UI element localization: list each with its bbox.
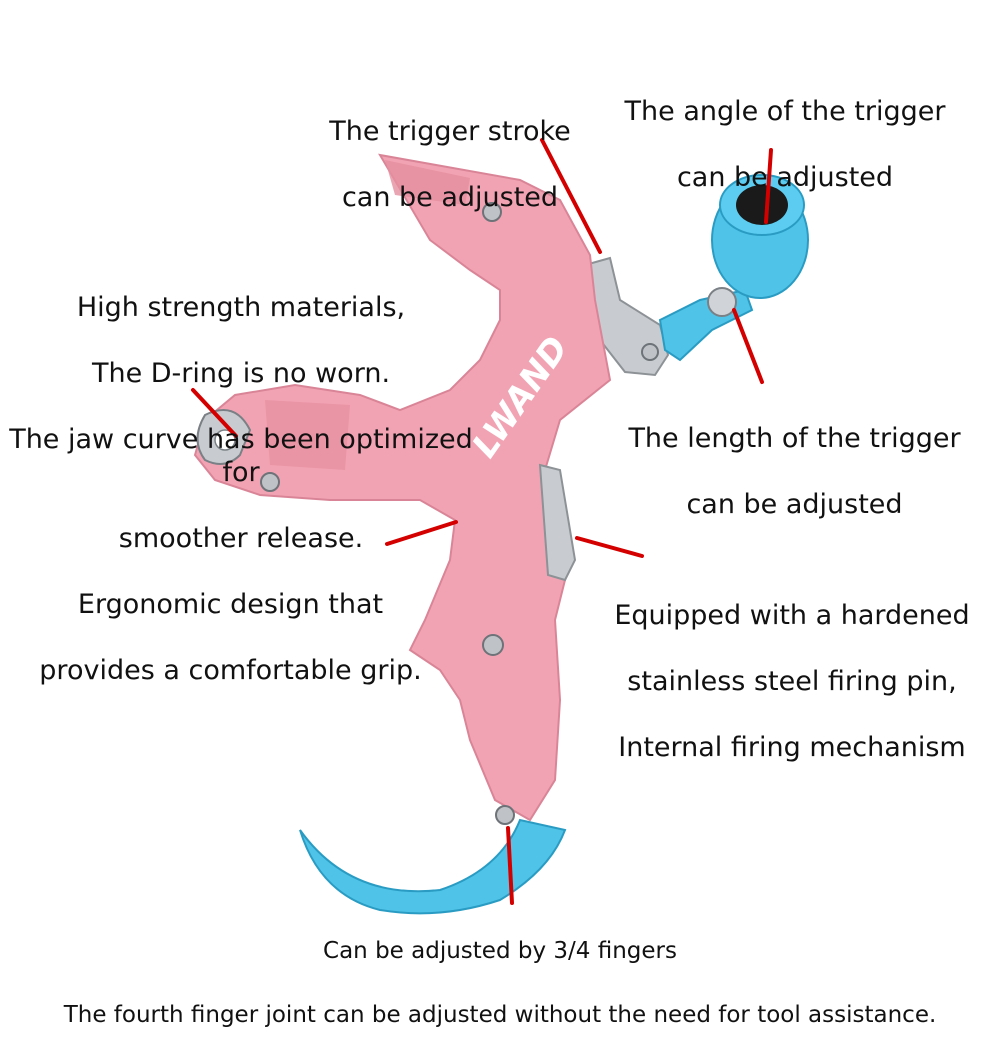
pointer-trigger-stroke [540, 138, 602, 254]
grip-ridges-top [385, 160, 470, 205]
finger-hook [299, 818, 567, 915]
pointer-materials [191, 388, 238, 438]
label-trigger-angle: The angle of the trigger can be adjusted [624, 96, 946, 193]
label-fingers: Can be adjusted by 3/4 fingers The fourt… [63, 938, 937, 1028]
jaw-hook [196, 409, 252, 465]
pointer-fingers [506, 826, 514, 905]
firing-pin-plate [538, 463, 577, 582]
screw-left [260, 472, 280, 492]
pointer-trigger-length [732, 308, 764, 384]
release-aid-illustration: LWAND [191, 138, 809, 915]
label-firing-pin: Equipped with a hardened stainless steel… [614, 600, 970, 763]
screws [260, 202, 659, 825]
screw-middle [482, 634, 504, 656]
pointer-ergonomic [385, 520, 458, 546]
label-ergonomic: Ergonomic design that provides a comfort… [39, 589, 422, 686]
label-trigger-length: The length of the trigger can be adjuste… [628, 423, 961, 520]
release-body [193, 153, 612, 822]
pointer-trigger-angle [764, 148, 773, 224]
trigger-knob [707, 174, 809, 317]
pointer-firing-pin [575, 536, 644, 558]
label-trigger-stroke: The trigger stroke can be adjusted [329, 116, 571, 213]
pointer-lines [191, 138, 773, 905]
screw-top [482, 202, 502, 222]
screw-bottom [495, 805, 515, 825]
grip-ridges-left [265, 400, 350, 470]
label-materials: High strength materials, The D-ring is n… [9, 292, 473, 554]
screw-trigger [641, 343, 659, 361]
